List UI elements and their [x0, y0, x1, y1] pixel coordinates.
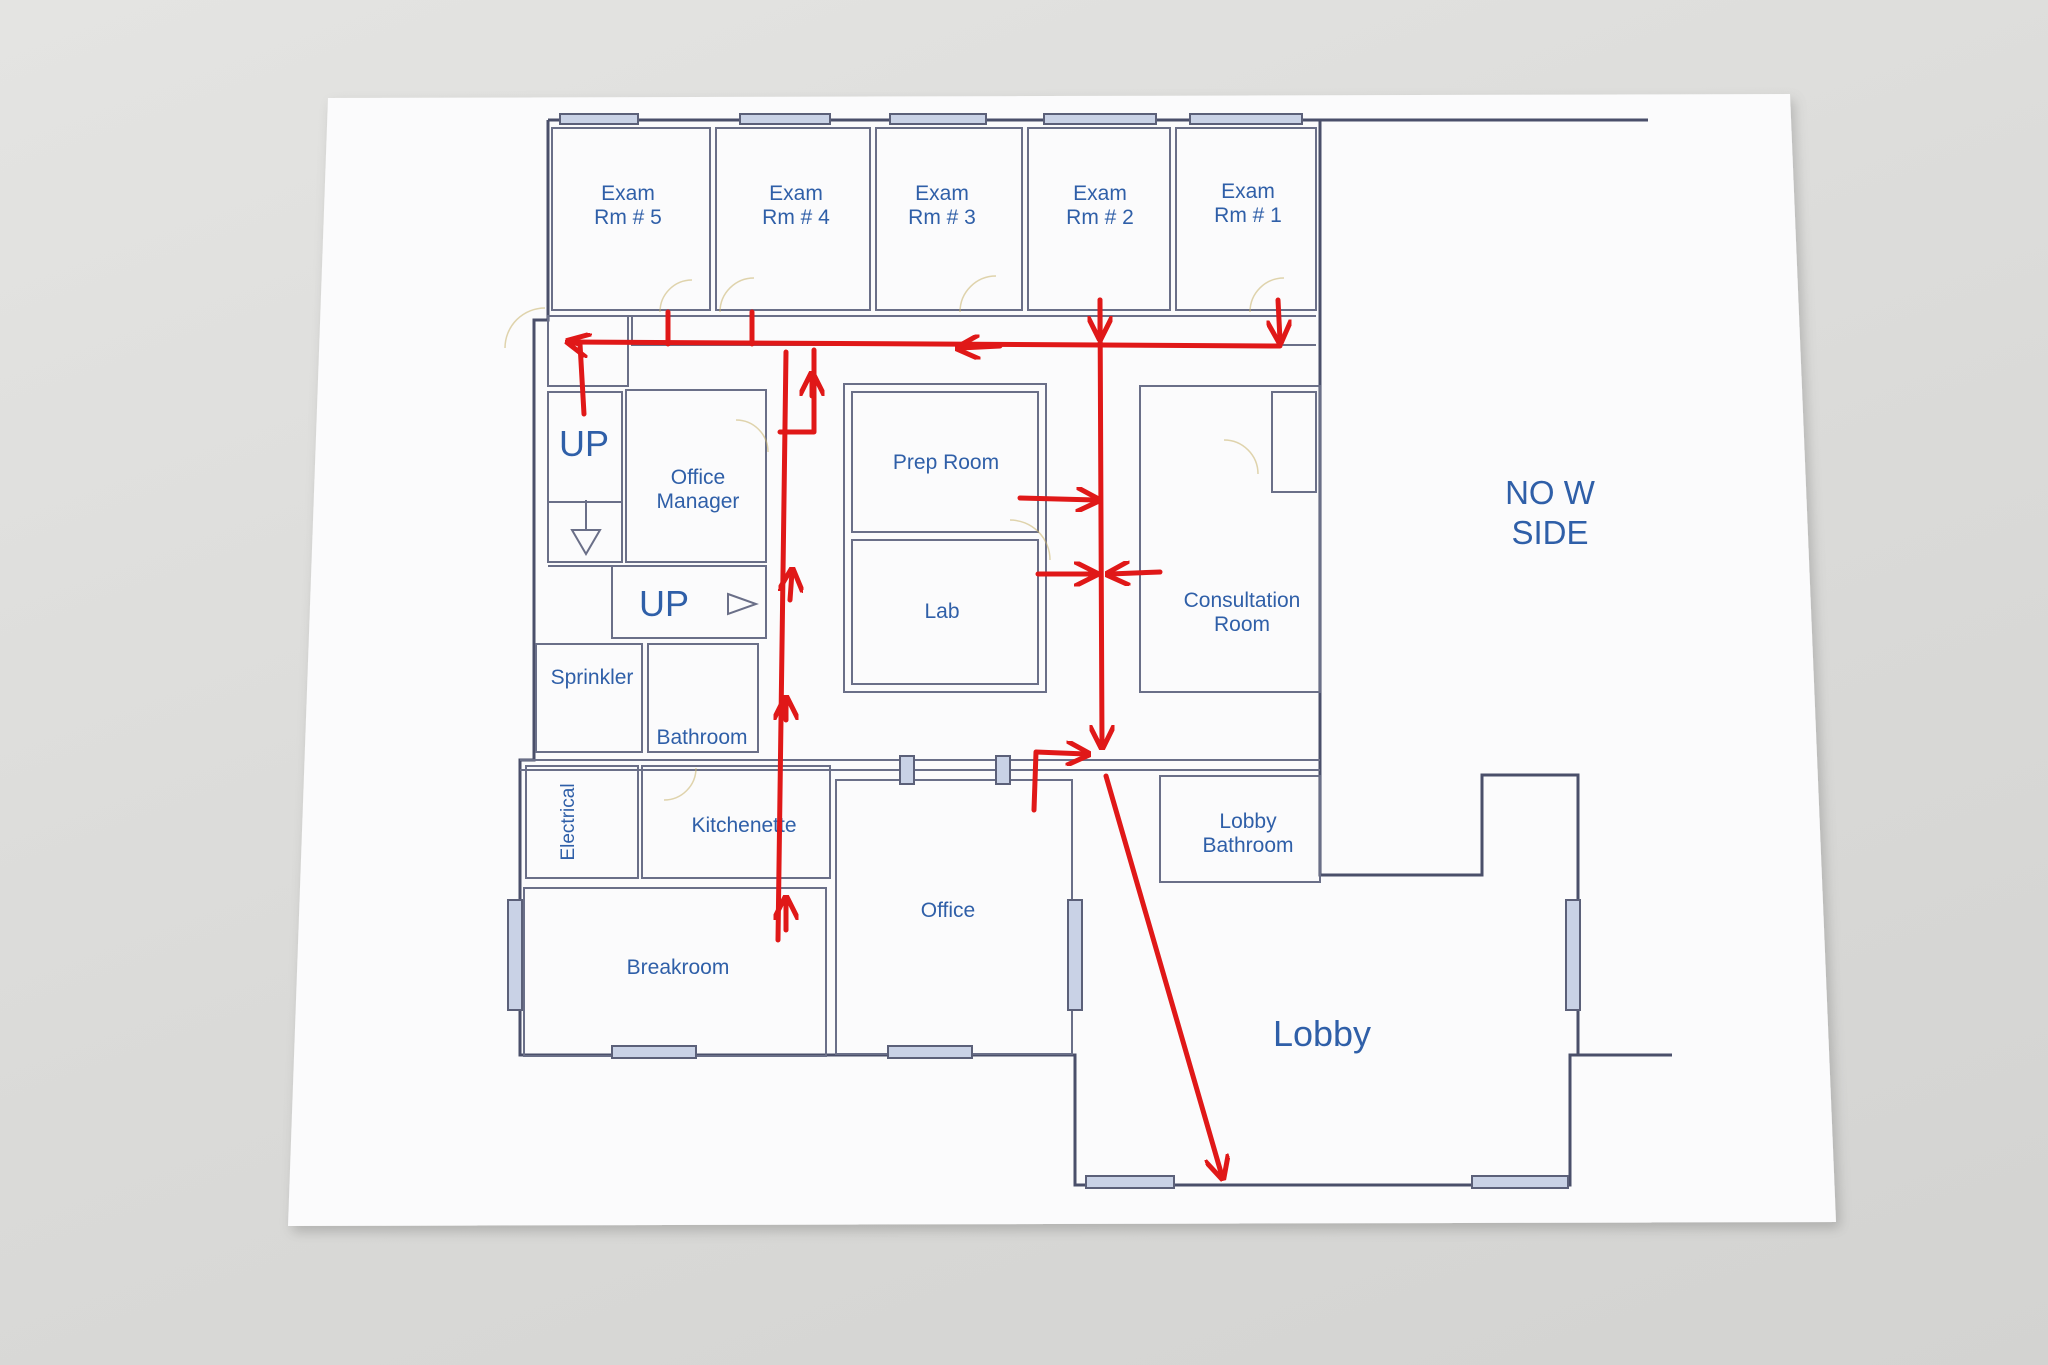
- consultation-room: [1139, 385, 1321, 693]
- label-exam4-a: Exam: [769, 182, 823, 205]
- route-consult-exit: [1110, 572, 1163, 574]
- label-exam3-b: Rm # 3: [908, 206, 976, 229]
- label-exam2-b: Rm # 2: [1066, 206, 1134, 229]
- label-office: Office: [921, 899, 975, 922]
- label-stair-up-1: UP: [559, 423, 609, 464]
- stair-up-2: [611, 565, 767, 639]
- label-lobby-bathroom-b: Bathroom: [1202, 834, 1293, 857]
- label-stair-up-2: UP: [639, 583, 689, 624]
- side-note-line-1: NO W: [1505, 474, 1596, 511]
- label-exam3-a: Exam: [915, 182, 969, 205]
- label-exam4-b: Rm # 4: [762, 206, 830, 229]
- route-lobby-exit: [1103, 773, 1222, 1176]
- exam-room-5: [551, 127, 711, 311]
- route-west-up-2: [790, 572, 792, 603]
- label-bathroom: Bathroom: [656, 726, 747, 749]
- lab-room: [851, 539, 1039, 685]
- route-stair-up: [570, 342, 584, 417]
- route-exam-stubs: [665, 309, 755, 347]
- route-office-exit: [1031, 752, 1086, 813]
- side-note-line-2: SIDE: [1511, 514, 1588, 551]
- electrical-room: [525, 765, 639, 879]
- bathroom-room: [647, 643, 759, 753]
- label-consultation-b: Room: [1214, 613, 1270, 636]
- lobby-bathroom-room: [1159, 775, 1321, 883]
- room-labels: Exam Rm # 5 Exam Rm # 4 Exam Rm # 3 Exam…: [551, 180, 1596, 1054]
- label-exam5-a: Exam: [601, 182, 655, 205]
- exam-room-1: [1175, 127, 1317, 311]
- exam-room-4: [715, 127, 871, 311]
- office-manager-room: [625, 389, 767, 563]
- label-prep-room: Prep Room: [893, 451, 999, 474]
- evacuation-route: [567, 297, 1283, 1176]
- label-office-manager-b: Manager: [657, 490, 740, 513]
- label-kitchenette: Kitchenette: [691, 814, 796, 837]
- route-west-vertical: [775, 349, 789, 943]
- label-electrical: Electrical: [558, 783, 579, 860]
- label-lobby: Lobby: [1273, 1013, 1371, 1054]
- sprinkler-room: [535, 643, 643, 753]
- label-lab: Lab: [924, 600, 959, 623]
- label-lobby-bathroom-a: Lobby: [1219, 810, 1277, 833]
- stair-down-arrow: [570, 500, 602, 556]
- route-exam1-exit: [1278, 297, 1280, 340]
- label-exam5-b: Rm # 5: [594, 206, 662, 229]
- kitchenette-room: [641, 765, 831, 879]
- route-main-corridor: [567, 339, 1283, 349]
- paper-sheet: [288, 94, 1836, 1226]
- exam-room-3: [875, 127, 1023, 311]
- route-prep-exit: [1017, 498, 1096, 500]
- label-sprinkler: Sprinkler: [551, 666, 634, 689]
- label-breakroom: Breakroom: [627, 956, 730, 979]
- floor-plan: [504, 113, 1672, 1189]
- label-exam1-a: Exam: [1221, 180, 1275, 203]
- label-exam1-b: Rm # 1: [1214, 204, 1282, 227]
- label-office-manager-a: Office: [671, 466, 725, 489]
- route-corridor-arrow: [960, 346, 1003, 348]
- stair-right-arrow: [727, 592, 759, 616]
- label-consultation-a: Consultation: [1184, 589, 1301, 612]
- label-exam2-a: Exam: [1073, 182, 1127, 205]
- route-central-down: [1100, 297, 1102, 745]
- prep-room: [851, 391, 1039, 533]
